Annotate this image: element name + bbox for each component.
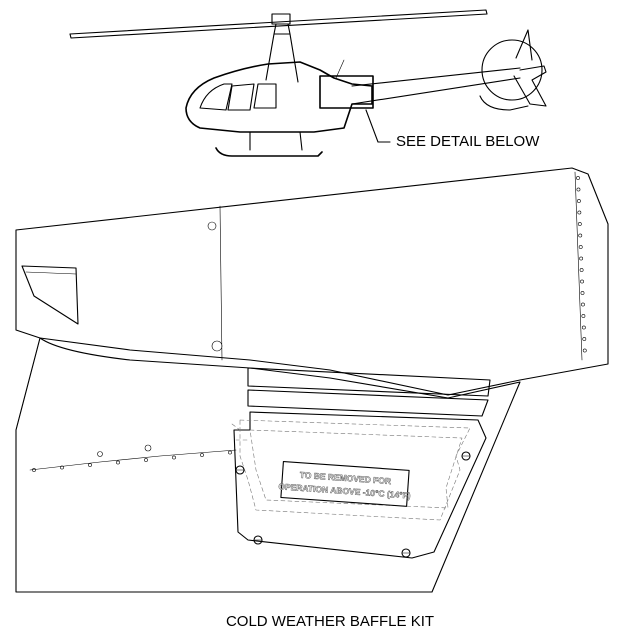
- detail-box: [319, 75, 374, 109]
- fastener: [207, 221, 217, 231]
- rivet: [579, 256, 584, 261]
- landing-gear: [215, 131, 323, 157]
- placard-line-2: OPERATION ABOVE -10°C (14°F): [278, 481, 411, 500]
- upper-cowling-panel: [15, 167, 609, 396]
- helicopter-overview: SEE DETAIL BELOW: [69, 9, 547, 157]
- baffle-strip-middle: [247, 389, 489, 417]
- baffle-bolt: [235, 465, 245, 475]
- antenna-line: [335, 59, 345, 79]
- fastener: [211, 340, 223, 352]
- rivet: [172, 455, 176, 460]
- cowl-seam: [29, 449, 237, 471]
- panel-seam-right: [574, 171, 583, 361]
- rivet-row-right: [576, 176, 587, 353]
- rivet: [577, 222, 582, 226]
- baffle-bolt: [401, 548, 411, 558]
- warning-placard: TO BE REMOVED FOR OPERATION ABOVE -10°C …: [278, 461, 411, 507]
- rivet: [116, 460, 120, 465]
- see-detail-label: SEE DETAIL BELOW: [396, 133, 540, 150]
- baffle-bolt: [253, 535, 263, 545]
- cabin-fuselage: [185, 61, 373, 133]
- rivet: [581, 302, 585, 307]
- rivet: [144, 458, 148, 462]
- hidden-outline: [239, 419, 471, 521]
- baffle-bolt: [461, 451, 471, 461]
- rivet: [580, 291, 585, 295]
- rivet: [576, 176, 580, 180]
- rivet: [576, 187, 581, 192]
- rivet: [228, 450, 232, 455]
- tail-rotor: [481, 39, 543, 101]
- access-door: [21, 265, 79, 325]
- rivet: [577, 199, 581, 203]
- rivet: [581, 314, 586, 318]
- rivet: [200, 453, 204, 457]
- rivet: [582, 337, 587, 341]
- fastener: [97, 451, 103, 457]
- rivet: [577, 210, 582, 215]
- panel-seam: [219, 205, 223, 361]
- fastener: [144, 444, 152, 452]
- baffle-plate: [233, 411, 487, 559]
- diagram-caption: COLD WEATHER BAFFLE KIT: [226, 613, 434, 630]
- detail-view: TO BE REMOVED FOR OPERATION ABOVE -10°C …: [15, 167, 609, 593]
- rear-door-window: [253, 83, 277, 109]
- callout-leader: [365, 109, 391, 143]
- rivet: [578, 245, 583, 249]
- rotor-mast: [265, 33, 299, 83]
- baffle-strip-upper: [247, 367, 491, 397]
- rivet: [32, 468, 36, 472]
- rivet: [60, 465, 64, 470]
- lower-fuselage-panel: [15, 337, 521, 593]
- main-rotor: [69, 9, 488, 39]
- rivet: [582, 348, 587, 353]
- tail-boom: [351, 67, 521, 105]
- hidden-outline-inner: [249, 429, 463, 509]
- rivet: [581, 325, 586, 330]
- rivet: [579, 268, 584, 272]
- rivet-row-lower: [32, 450, 232, 472]
- rivet: [578, 233, 583, 238]
- cabin-windscreen: [199, 83, 233, 111]
- tail-fin: [513, 29, 547, 107]
- front-door-window: [227, 83, 255, 111]
- tail-skid: [479, 95, 529, 111]
- rivet: [580, 279, 584, 284]
- rivet: [88, 463, 92, 467]
